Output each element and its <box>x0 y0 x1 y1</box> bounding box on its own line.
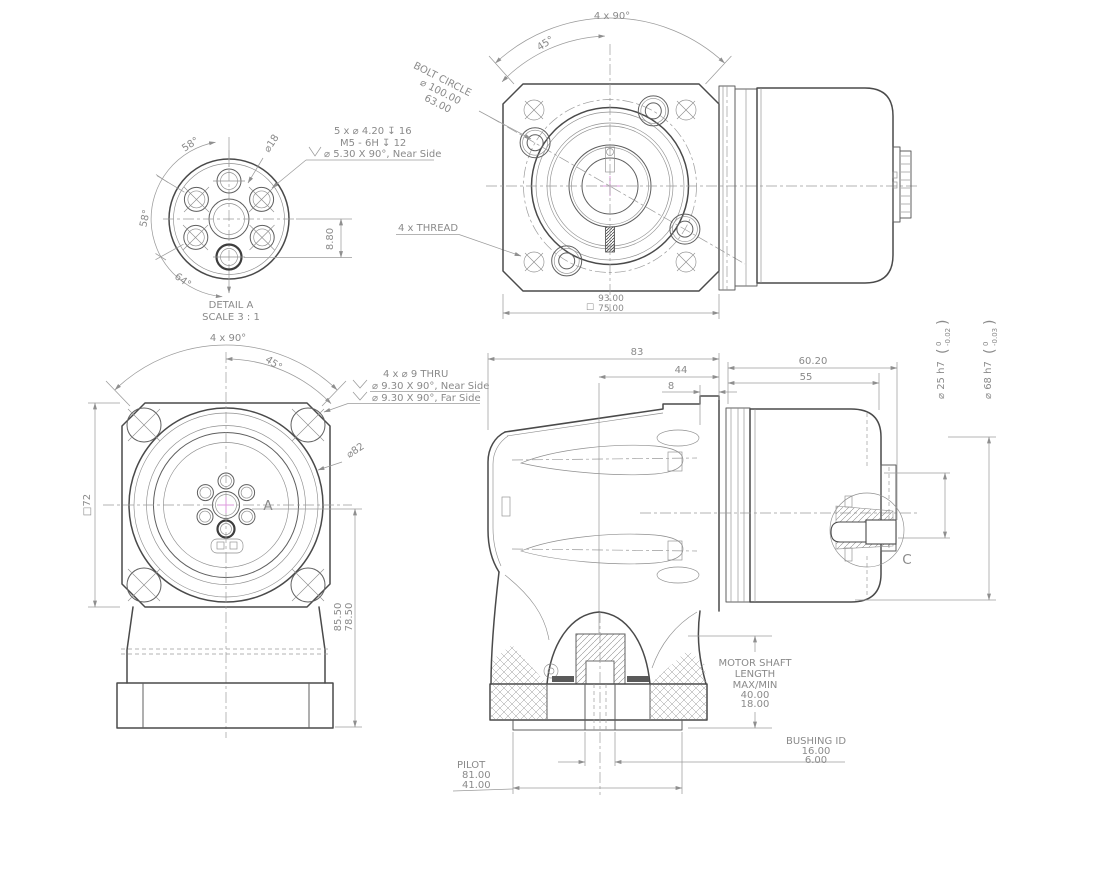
bushing-line1: BUSHING ID <box>786 736 846 747</box>
detail-note-1: 5 x ⌀ 4.20 ↧ 16 <box>334 126 412 137</box>
dim-8: 8 <box>668 381 674 392</box>
thread-holes <box>523 99 697 273</box>
mount-note-2: ⌀ 9.30 X 90°, Near Side <box>372 381 489 392</box>
detail-note: 5 x ⌀ 4.20 ↧ 16 M5 - 6H ↧ 12 ⌀ 5.30 X 90… <box>271 126 441 189</box>
mount-housing <box>116 606 334 729</box>
thread-callout: 4 x THREAD <box>396 223 522 257</box>
detail-c-ref: C <box>902 552 911 568</box>
tol-close: ) <box>935 320 951 325</box>
shaft-tol-upper: 0 <box>935 342 943 346</box>
width-outer: 93.00 <box>598 294 624 304</box>
detail-note-2: M5 - 6H ↧ 12 <box>340 138 406 149</box>
motor-shaft-line4: 40.00 <box>741 690 770 701</box>
pilot-line2: 81.00 <box>462 770 491 781</box>
mount-dia-label: ⌀82 <box>345 441 367 460</box>
detail-angle-top: 58° <box>180 135 201 154</box>
countersink-icon <box>352 391 368 401</box>
mount-height-min: 78.50 <box>344 603 355 632</box>
bushing-line3: 6.00 <box>805 755 827 766</box>
flange-outline-bottom <box>121 402 331 608</box>
mount-angle-pattern: 4 x 90° <box>210 333 246 344</box>
mount-square-width: □72 <box>82 494 93 516</box>
shaft-dia-dim: ⌀ 25 h7 ( 0 -0.02 ) <box>884 320 952 539</box>
motor-shaft-line2: LENGTH <box>735 669 775 680</box>
mount-angle-offset: 45° <box>263 354 284 373</box>
pilot-note: PILOT 81.00 41.00 <box>452 732 683 794</box>
mount-view: 4 x 90° 45° 4 x ⌀ 9 THRU ⌀ 9.30 X 90°, N… <box>82 333 489 738</box>
pilot-tol-upper: 0 <box>982 342 990 346</box>
motor-body-top <box>756 87 894 284</box>
top-dims: 83 44 8 60.20 55 <box>487 347 898 520</box>
detail-angle-mid: 58° <box>138 209 152 229</box>
square-symbol: □ <box>586 302 594 312</box>
corner-thru-holes <box>126 407 326 603</box>
motor-connector <box>892 146 912 223</box>
detail-angle-bottom: 64° <box>172 271 193 290</box>
thread-note: 4 x THREAD <box>398 223 458 234</box>
motor-pilot-label: ⌀ 68 h7 <box>983 361 994 399</box>
detail-note-3: ⌀ 5.30 X 90°, Near Side <box>324 149 441 160</box>
detail-dia-label: ⌀18 <box>262 133 281 155</box>
center-mark-bottom <box>218 497 234 513</box>
dim-83: 83 <box>631 347 644 358</box>
mount-height-max: 85.50 <box>333 603 344 632</box>
shaft-dia-label: ⌀ 25 h7 <box>936 361 947 399</box>
detail-bolt-holes <box>182 168 275 271</box>
detail-depth-dim: 8.80 <box>325 228 336 250</box>
dim-6020: 60.20 <box>799 356 828 367</box>
mount-note-1: 4 x ⌀ 9 THRU <box>383 369 448 380</box>
motor-top-view <box>718 85 912 291</box>
output-bell-section <box>489 611 708 795</box>
motor-shaft-line3: MAX/MIN <box>733 680 778 691</box>
bushing-note: BUSHING ID 16.00 6.00 <box>558 732 846 766</box>
counterbore-holes <box>519 95 701 277</box>
detail-c-area: C <box>829 464 912 568</box>
pilot-tol-lower: -0.03 <box>991 328 999 346</box>
bushing-line2: 16.00 <box>802 746 831 757</box>
front-angle-pattern: 4 x 90° <box>594 11 630 22</box>
pilot-line1: PILOT <box>457 760 486 771</box>
detail-a-ref: A <box>263 498 273 514</box>
tol-open: ( <box>982 349 998 354</box>
countersink-icon <box>308 146 322 157</box>
front-view-top: 4 x 90° 45° BOLT CIRCLE ⌀ 100.00 63.00 9… <box>411 11 918 319</box>
pilot-line3: 41.00 <box>462 780 491 791</box>
flange-outline-top <box>502 83 720 292</box>
side-section-view: C 83 44 8 60.20 55 ⌀ 25 h7 ( 0 -0.02 ) <box>452 320 999 795</box>
motor-shaft-line5: 18.00 <box>741 699 770 710</box>
tol-close: ) <box>982 320 998 325</box>
motor-shaft-note: MOTOR SHAFT LENGTH MAX/MIN 40.00 18.00 <box>688 635 793 729</box>
countersink-icon <box>352 379 368 389</box>
motor-body-side <box>749 408 882 603</box>
dim-55: 55 <box>800 372 813 383</box>
detail-a-view: 58° 58° 64° ⌀18 5 x ⌀ 4.20 ↧ 16 M5 - 6H … <box>138 126 522 323</box>
detail-title: DETAIL A <box>209 300 254 311</box>
mount-note-3: ⌀ 9.30 X 90°, Far Side <box>372 393 481 404</box>
motor-pilot-dim: ⌀ 68 h7 ( 0 -0.03 ) <box>855 320 999 601</box>
width-square: 75.00 <box>598 304 624 314</box>
shaft-tol-lower: -0.02 <box>944 328 952 346</box>
tol-open: ( <box>935 349 951 354</box>
motor-side-view <box>640 407 918 603</box>
bolt-circle-callout: BOLT CIRCLE ⌀ 100.00 63.00 <box>411 61 472 116</box>
detail-scale: SCALE 3 : 1 <box>202 312 260 323</box>
mount-note: 4 x ⌀ 9 THRU ⌀ 9.30 X 90°, Near Side ⌀ 9… <box>323 369 489 413</box>
dim-44: 44 <box>675 365 688 376</box>
motor-shaft-line1: MOTOR SHAFT <box>719 658 793 669</box>
